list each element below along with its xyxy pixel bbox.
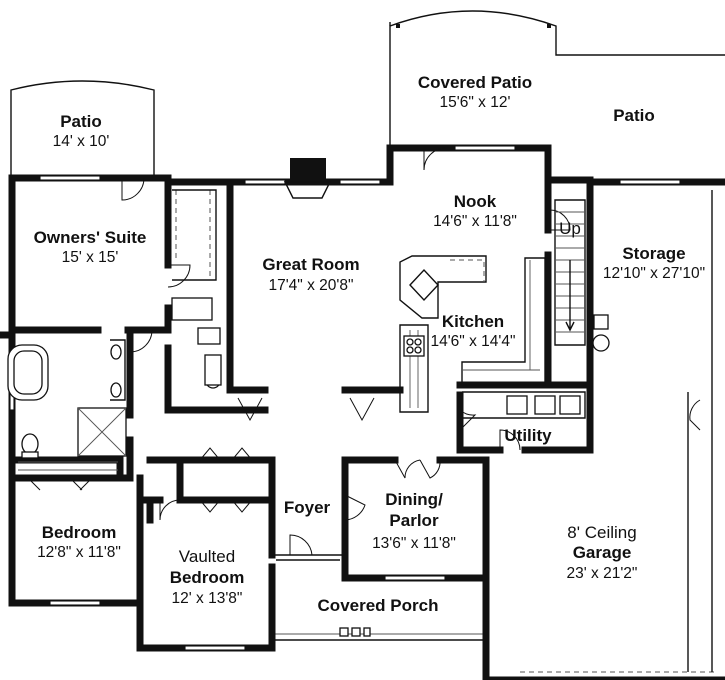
- exterior-walls: [0, 144, 725, 680]
- vaulted-bedroom-name: Bedroom: [170, 568, 245, 587]
- garage-name: Garage: [573, 543, 632, 562]
- storage-dims: 12'10" x 27'10": [603, 265, 705, 282]
- kitchen-name: Kitchen: [442, 312, 504, 331]
- covered-patio-name: Covered Patio: [418, 73, 532, 92]
- room-labels: Covered Patio 15'6" x 12' Patio Patio 14…: [34, 73, 705, 615]
- foyer-name: Foyer: [284, 498, 331, 517]
- bedroom-name: Bedroom: [42, 523, 117, 542]
- parlor-name: Parlor: [389, 511, 439, 530]
- dining-name: Dining/: [385, 490, 443, 509]
- patio-left-name: Patio: [60, 112, 102, 131]
- covered-patio-outline: [389, 10, 725, 148]
- storage-name: Storage: [622, 244, 685, 263]
- vaulted-bedroom-dims: 12' x 13'8": [172, 590, 243, 607]
- nook-name: Nook: [454, 192, 497, 211]
- great-room-name: Great Room: [262, 255, 359, 274]
- left-patio-outline: [10, 80, 155, 175]
- covered-patio-dims: 15'6" x 12': [440, 94, 511, 111]
- stair-up-label: Up: [559, 219, 581, 238]
- dining-dims: 13'6" x 11'8": [372, 535, 456, 552]
- fixtures: [7, 189, 715, 673]
- kitchen-dims: 14'6" x 14'4": [430, 333, 515, 350]
- covered-porch-name: Covered Porch: [318, 596, 439, 615]
- fireplace: [283, 158, 332, 199]
- owners-suite-dims: 15' x 15': [62, 249, 119, 266]
- garage-prefix: 8' Ceiling: [567, 523, 636, 542]
- vaulted-bedroom-prefix: Vaulted: [179, 547, 235, 566]
- garage-dims: 23' x 21'2": [567, 565, 638, 582]
- great-room-dims: 17'4" x 20'8": [268, 277, 353, 294]
- patio-right-name: Patio: [613, 106, 655, 125]
- patio-left-dims: 14' x 10': [53, 133, 110, 150]
- utility-name: Utility: [504, 426, 552, 445]
- owners-suite-name: Owners' Suite: [34, 228, 147, 247]
- bedroom-dims: 12'8" x 11'8": [37, 544, 121, 561]
- nook-dims: 14'6" x 11'8": [433, 213, 517, 230]
- doors: [27, 147, 701, 561]
